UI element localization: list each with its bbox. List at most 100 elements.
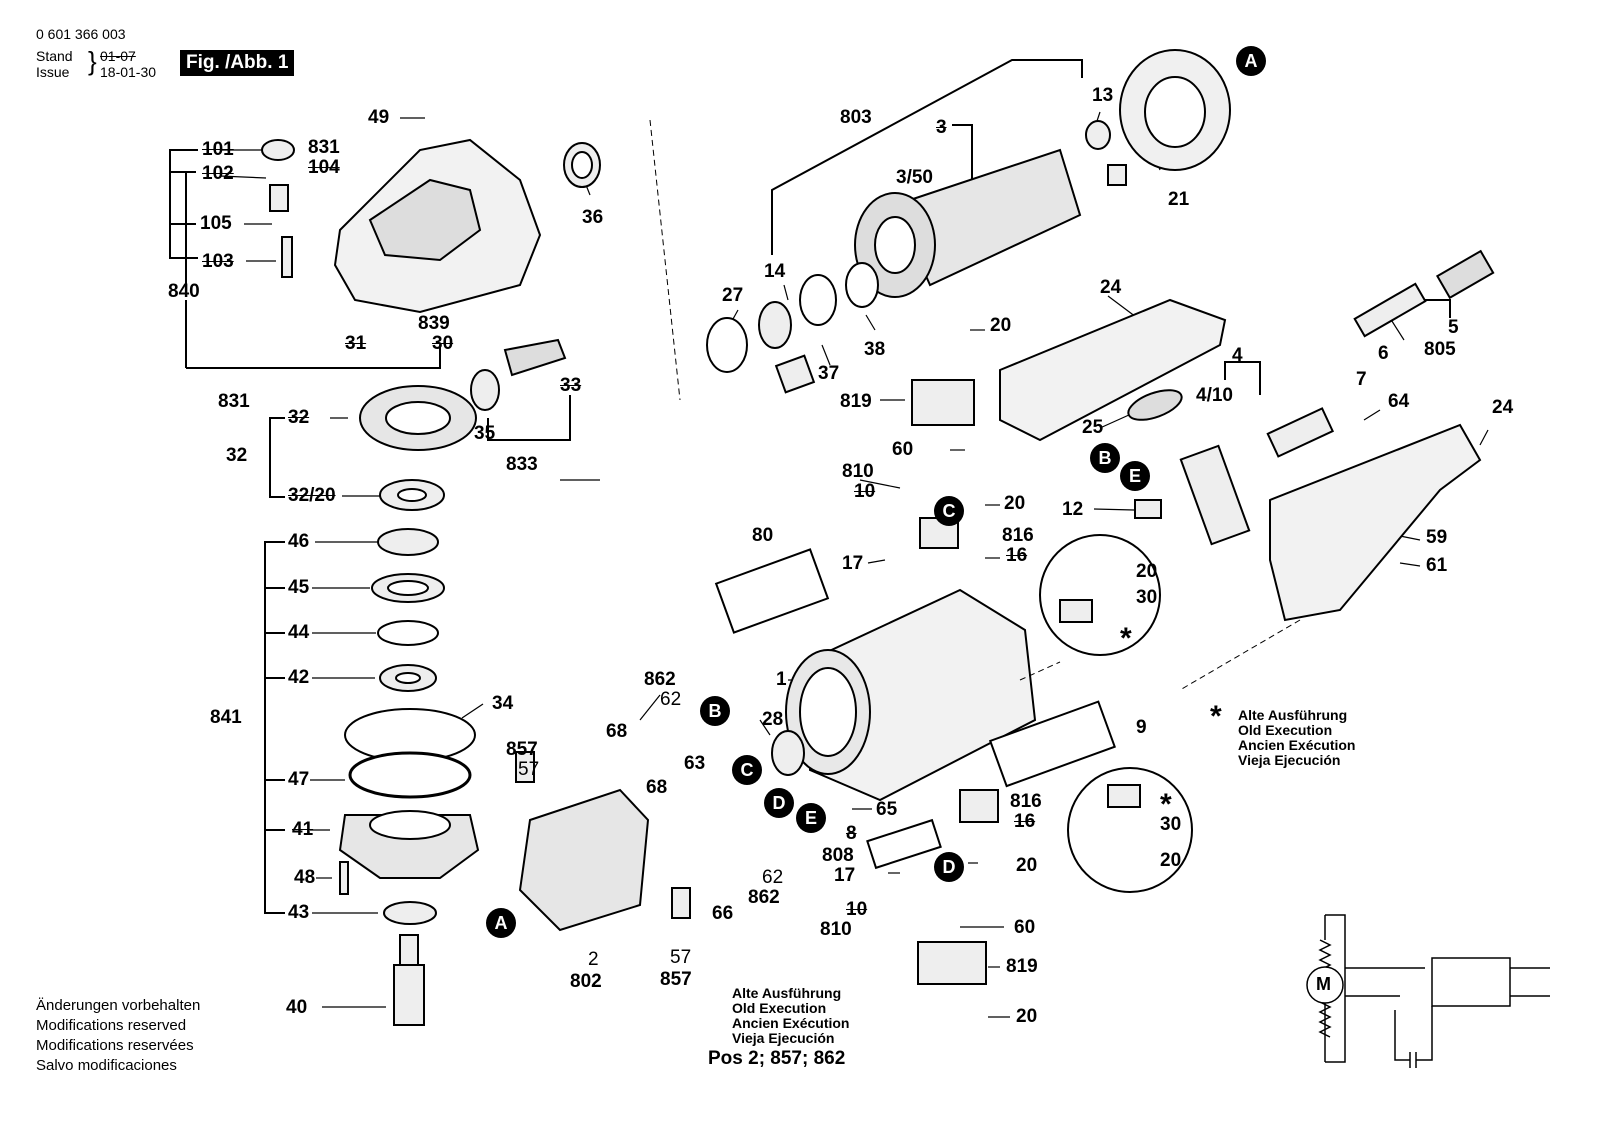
old-exec-fr: Ancien Exécution: [1238, 737, 1356, 753]
footnote-es: Salvo modificaciones: [36, 1057, 177, 1074]
footnote-fr: Modifications reservées: [36, 1037, 194, 1054]
part-810a: 810: [842, 461, 874, 482]
part-20a: 20: [990, 315, 1012, 336]
part-64: 64: [1388, 391, 1410, 412]
part-24b: 24: [1492, 397, 1514, 418]
part-62b: 62: [762, 867, 784, 888]
part-857b: 857: [660, 969, 692, 990]
old-exec-bottom-en: Old Execution: [732, 1000, 827, 1016]
part-42: 42: [288, 667, 310, 688]
callout-e-bottom: E: [796, 803, 826, 833]
pos-note: Pos 2; 857; 862: [708, 1048, 846, 1069]
part-80: 80: [752, 525, 774, 546]
part-68a: 68: [606, 721, 628, 742]
figure-label: Fig. /Abb. 1: [180, 50, 295, 76]
part-862a: 862: [644, 669, 676, 690]
part-2: 2: [588, 949, 599, 970]
part-32a: 32: [288, 407, 310, 428]
part-34: 34: [492, 693, 514, 714]
part-13: 13: [1092, 85, 1114, 106]
part-48: 48: [294, 867, 316, 888]
part-20f: 20: [1160, 850, 1182, 871]
part-37: 37: [818, 363, 840, 384]
part-810b: 810: [820, 919, 852, 940]
part-62a: 62: [660, 689, 682, 710]
part-819b: 819: [1006, 956, 1038, 977]
part-32-20: 32/20: [288, 485, 336, 506]
part-802: 802: [570, 971, 602, 992]
part-102: 102: [202, 163, 234, 184]
part-46: 46: [288, 531, 310, 552]
part-43: 43: [288, 902, 310, 923]
part-shapes: [261, 49, 1495, 1026]
callout-d-bottom: D: [934, 852, 964, 882]
bracket-lines: [169, 59, 1451, 914]
callout-a-top: A: [1236, 46, 1266, 76]
part-10b: 10: [846, 899, 868, 920]
part-12: 12: [1062, 499, 1084, 520]
part-857a: 857: [506, 739, 538, 760]
part-30a: 30: [1136, 587, 1158, 608]
part-8: 8: [846, 823, 857, 844]
part-36: 36: [582, 207, 604, 228]
part-3-50: 3/50: [896, 167, 933, 188]
part-14: 14: [764, 261, 786, 282]
callout-d-top: D: [764, 788, 794, 818]
part-25: 25: [1082, 417, 1104, 438]
part-44: 44: [288, 622, 310, 643]
callout-a-bottom: A: [486, 908, 516, 938]
part-20c: 20: [1136, 561, 1158, 582]
part-16b: 16: [1014, 811, 1036, 832]
wiring-diagram: [1306, 914, 1550, 1068]
callout-b-top: B: [1090, 443, 1120, 473]
part-4-10: 4/10: [1196, 385, 1233, 406]
guide-lines: [649, 119, 1301, 691]
star-legend: *: [1210, 700, 1222, 733]
stand-label: Stand: [36, 48, 73, 64]
part-20d: 20: [1016, 855, 1038, 876]
part-57a: 57: [518, 759, 540, 780]
part-805: 805: [1424, 339, 1456, 360]
part-808: 808: [822, 845, 854, 866]
part-41: 41: [292, 819, 314, 840]
old-exec-es: Vieja Ejecución: [1238, 752, 1341, 768]
part-61: 61: [1426, 555, 1448, 576]
part-803: 803: [840, 107, 872, 128]
part-24a: 24: [1100, 277, 1122, 298]
part-7: 7: [1356, 369, 1367, 390]
stand-brace: }: [88, 46, 97, 76]
part-57b: 57: [670, 947, 692, 968]
callout-c-top: C: [934, 496, 964, 526]
part-68b: 68: [646, 777, 668, 798]
old-exec-en: Old Execution: [1238, 722, 1333, 738]
old-exec-de: Alte Ausführung: [1238, 707, 1348, 723]
part-65: 65: [876, 799, 898, 820]
footnote-en: Modifications reserved: [36, 1017, 187, 1034]
part-831a: 831: [308, 137, 340, 158]
part-840: 840: [168, 281, 200, 302]
part-6: 6: [1378, 343, 1389, 364]
footnote-de: Änderungen vorbehalten: [36, 997, 201, 1014]
old-exec-bottom-fr: Ancien Exécution: [732, 1015, 850, 1031]
part-47: 47: [288, 769, 310, 790]
part-839: 839: [418, 313, 450, 334]
part-27: 27: [722, 285, 744, 306]
part-32b: 32: [226, 445, 248, 466]
part-33: 33: [560, 375, 582, 396]
part-49: 49: [368, 107, 390, 128]
part-40: 40: [286, 997, 308, 1018]
issue-label: Issue: [36, 64, 70, 80]
part-17a: 17: [842, 553, 864, 574]
part-21: 21: [1168, 189, 1190, 210]
part-17b: 17: [834, 865, 856, 886]
part-35: 35: [474, 423, 496, 444]
callout-b-bottom: B: [700, 696, 730, 726]
old-exec-bottom-de: Alte Ausführung: [732, 985, 842, 1001]
part-45: 45: [288, 577, 310, 598]
callout-e-top: E: [1120, 461, 1150, 491]
motor-symbol: M: [1316, 974, 1331, 994]
part-20e: 20: [1016, 1006, 1038, 1027]
part-4: 4: [1232, 345, 1243, 366]
part-38: 38: [864, 339, 886, 360]
